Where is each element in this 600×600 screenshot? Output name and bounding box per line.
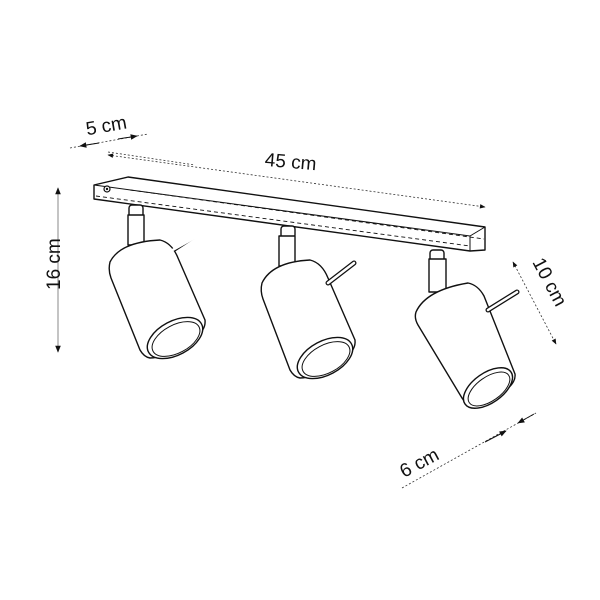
ceiling-bar <box>93 176 486 252</box>
dimension-height-label: 16 cm <box>44 238 65 290</box>
spot-middle <box>260 225 357 380</box>
dimension-height: 16 cm <box>44 187 65 353</box>
spot-right <box>414 249 520 409</box>
dimension-length-label: 45 cm <box>264 150 317 175</box>
dimension-depth: 5 cm <box>69 112 196 166</box>
dimension-spot-diameter-label: 6 cm <box>396 445 442 483</box>
dimension-length: 45 cm <box>107 150 486 209</box>
dimension-depth-label: 5 cm <box>84 112 128 140</box>
dimension-spot-length: 10 cm <box>512 254 570 345</box>
dimension-spot-diameter: 6 cm <box>396 412 537 489</box>
spot-left <box>108 204 206 360</box>
